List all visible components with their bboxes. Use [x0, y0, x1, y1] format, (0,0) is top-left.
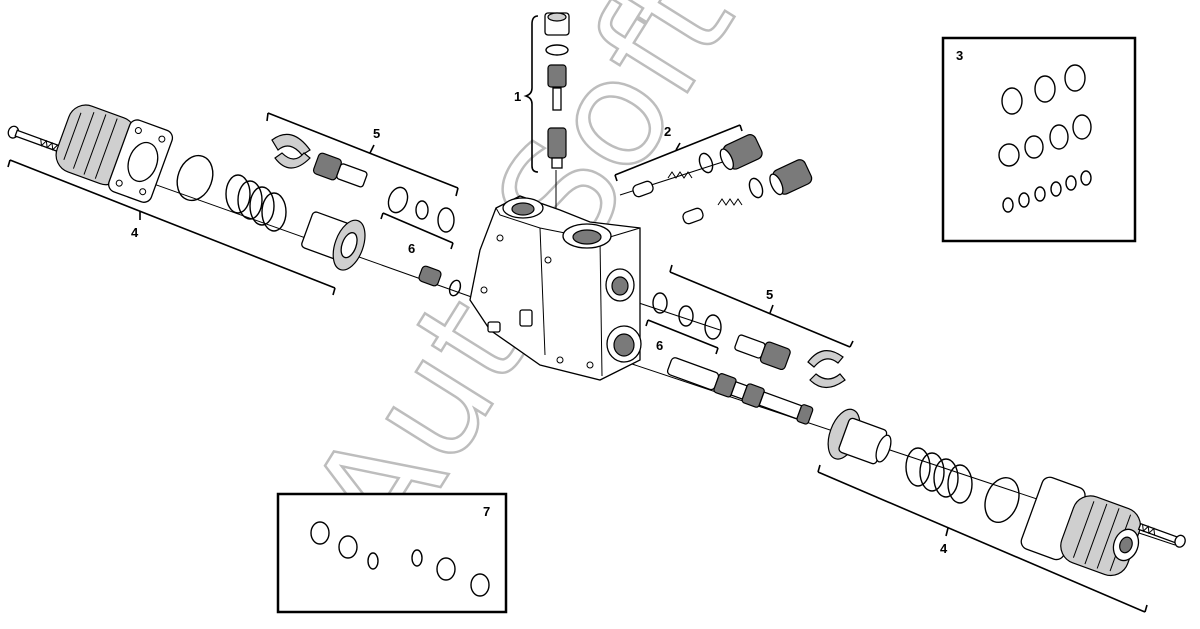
part-group-6-right: 6 [645, 319, 719, 355]
part-group-5-upper: 5 [266, 112, 459, 233]
part-group-4-right: 4 [817, 408, 1186, 613]
part-group-2: 2 [614, 124, 813, 225]
callout-7: 7 [483, 504, 490, 519]
callout-6-upper: 6 [408, 241, 415, 256]
callout-6-right: 6 [656, 338, 663, 353]
callout-5-upper: 5 [373, 126, 380, 141]
callout-1: 1 [514, 89, 521, 104]
callout-3: 3 [956, 48, 963, 63]
part-group-6-upper: 6 [380, 212, 454, 256]
seal-kit-box-7: 7 [276, 492, 508, 614]
part-group-1: 1 [514, 12, 570, 173]
part-group-4-left: 4 [7, 104, 462, 297]
seal-kit-box-3: 3 [941, 36, 1137, 243]
callout-2: 2 [664, 124, 671, 139]
callout-4-right: 4 [940, 541, 948, 556]
valve-body [469, 195, 642, 381]
spool [666, 357, 814, 425]
part-group-5-right: 5 [652, 264, 854, 389]
callout-4-left: 4 [131, 225, 139, 240]
callout-5-right: 5 [766, 287, 773, 302]
